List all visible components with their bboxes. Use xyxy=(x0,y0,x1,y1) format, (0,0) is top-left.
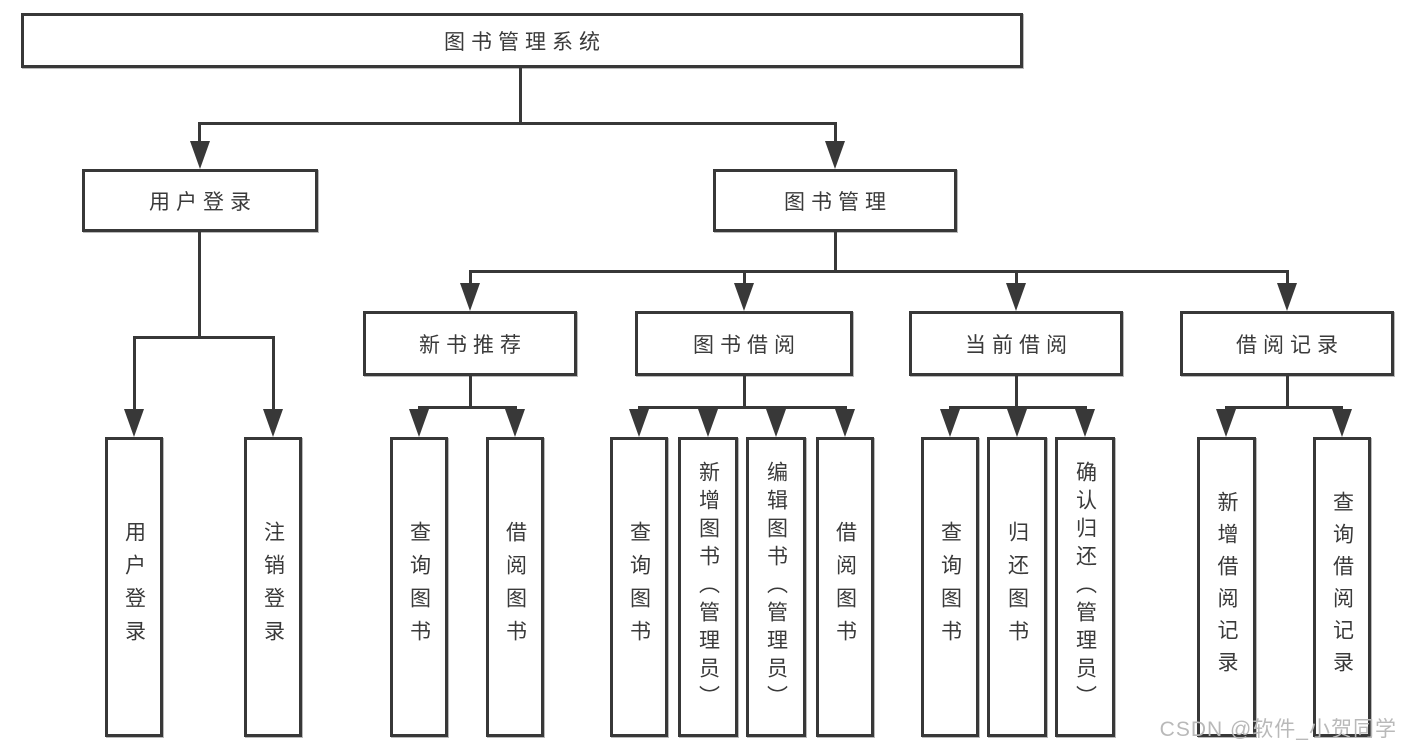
leaf-label: 归还图书 xyxy=(1005,521,1029,653)
connector-line xyxy=(198,232,201,336)
leaf-label: 用户登录 xyxy=(122,521,146,653)
leaf-user-login: 用户登录 xyxy=(105,437,163,737)
leaf-add-borrow-record: 新增借阅记录 xyxy=(1197,437,1256,737)
arrow-down-icon xyxy=(734,283,754,311)
connector-line xyxy=(133,336,136,411)
connector-line xyxy=(1286,376,1289,406)
node-book-borrowing: 图书借阅 xyxy=(635,311,853,376)
leaf-confirm-return-admin: 确认归还（管理员） xyxy=(1055,437,1115,737)
leaf-label: 确认归还（管理员） xyxy=(1073,461,1097,713)
connector-line xyxy=(469,270,472,285)
leaf-label: 注销登录 xyxy=(261,521,285,653)
connector-line xyxy=(272,336,275,411)
connector-line xyxy=(638,406,847,409)
connector-line xyxy=(743,270,746,285)
connector-line xyxy=(743,376,746,406)
connector-line xyxy=(198,122,201,143)
leaf-add-books-admin: 新增图书（管理员） xyxy=(678,437,738,737)
node-new-book-recommendation: 新书推荐 xyxy=(363,311,577,376)
arrow-down-icon xyxy=(409,409,429,437)
leaf-label: 查询图书 xyxy=(627,521,651,653)
arrow-down-icon xyxy=(698,409,718,437)
leaf-query-books: 查询图书 xyxy=(610,437,668,737)
leaf-label: 查询图书 xyxy=(407,521,431,653)
arrow-down-icon xyxy=(825,141,845,169)
arrow-down-icon xyxy=(1075,409,1095,437)
arrow-down-icon xyxy=(1332,409,1352,437)
connector-line xyxy=(1225,406,1343,409)
arrow-down-icon xyxy=(190,141,210,169)
leaf-return-books: 归还图书 xyxy=(987,437,1047,737)
node-user-login: 用户登录 xyxy=(82,169,318,232)
leaf-label: 借阅图书 xyxy=(833,521,857,653)
connector-line xyxy=(1015,376,1018,406)
connector-line xyxy=(133,336,275,339)
connector-line xyxy=(1015,270,1018,285)
leaf-query-books: 查询图书 xyxy=(390,437,448,737)
arrow-down-icon xyxy=(1007,409,1027,437)
leaf-borrow-books: 借阅图书 xyxy=(486,437,544,737)
leaf-query-borrow-record: 查询借阅记录 xyxy=(1313,437,1371,737)
leaf-query-books: 查询图书 xyxy=(921,437,979,737)
watermark: CSDN @软件_小贺同学 xyxy=(1159,718,1397,741)
connector-line xyxy=(469,270,1289,273)
connector-line xyxy=(834,232,837,270)
node-borrowing-records: 借阅记录 xyxy=(1180,311,1394,376)
leaf-edit-books-admin: 编辑图书（管理员） xyxy=(746,437,806,737)
arrow-down-icon xyxy=(835,409,855,437)
leaf-label: 查询图书 xyxy=(938,521,962,653)
leaf-label: 借阅图书 xyxy=(503,521,527,653)
leaf-label: 查询借阅记录 xyxy=(1330,491,1354,683)
leaf-label: 编辑图书（管理员） xyxy=(764,461,788,713)
arrow-down-icon xyxy=(940,409,960,437)
connector-line xyxy=(519,68,522,122)
arrow-down-icon xyxy=(1006,283,1026,311)
arrow-down-icon xyxy=(460,283,480,311)
node-current-borrowing: 当前借阅 xyxy=(909,311,1123,376)
arrow-down-icon xyxy=(263,409,283,437)
connector-line xyxy=(198,122,837,125)
connector-line xyxy=(1286,270,1289,285)
leaf-borrow-books: 借阅图书 xyxy=(816,437,874,737)
connector-line xyxy=(834,122,837,143)
connector-line xyxy=(469,376,472,406)
node-library-management-system: 图书管理系统 xyxy=(21,13,1023,68)
arrow-down-icon xyxy=(1216,409,1236,437)
connector-line xyxy=(418,406,517,409)
leaf-logout: 注销登录 xyxy=(244,437,302,737)
arrow-down-icon xyxy=(766,409,786,437)
arrow-down-icon xyxy=(505,409,525,437)
leaf-label: 新增图书（管理员） xyxy=(696,461,720,713)
arrow-down-icon xyxy=(629,409,649,437)
arrow-down-icon xyxy=(124,409,144,437)
node-book-management: 图书管理 xyxy=(713,169,957,232)
leaf-label: 新增借阅记录 xyxy=(1215,491,1238,683)
arrow-down-icon xyxy=(1277,283,1297,311)
connector-line xyxy=(949,406,1087,409)
